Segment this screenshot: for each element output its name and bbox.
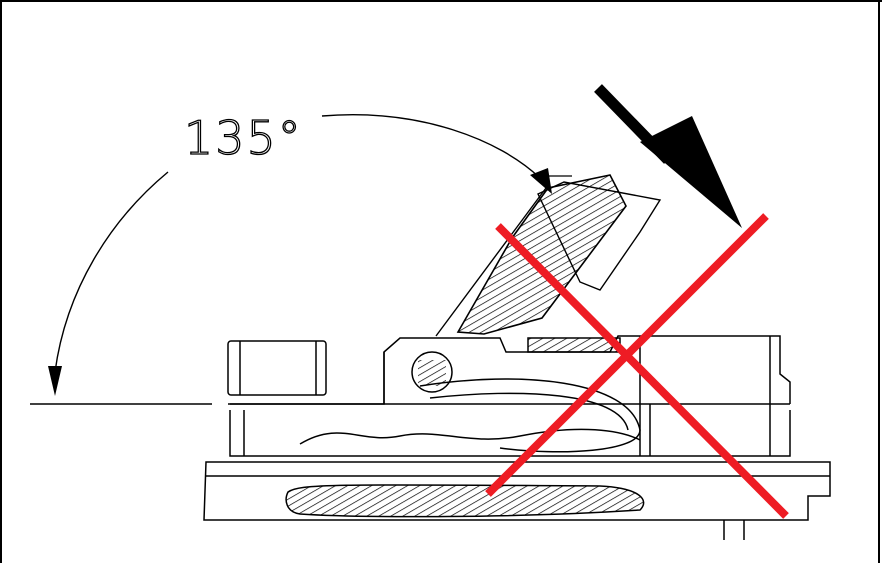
tilted-lever [435, 174, 662, 337]
angle-arc-left [54, 171, 169, 373]
direction-arrow-icon [594, 84, 742, 228]
frame-left-border [0, 0, 2, 563]
angle-arc-right [321, 114, 541, 179]
frame-top-border [0, 0, 882, 2]
cross-out-icon [485, 213, 789, 519]
arc-arrowhead-down [48, 366, 62, 396]
frame-right-border [878, 0, 880, 563]
arc-arrowhead-right [530, 168, 552, 194]
connector-body [203, 335, 831, 540]
angle-label: 135° [184, 111, 303, 165]
